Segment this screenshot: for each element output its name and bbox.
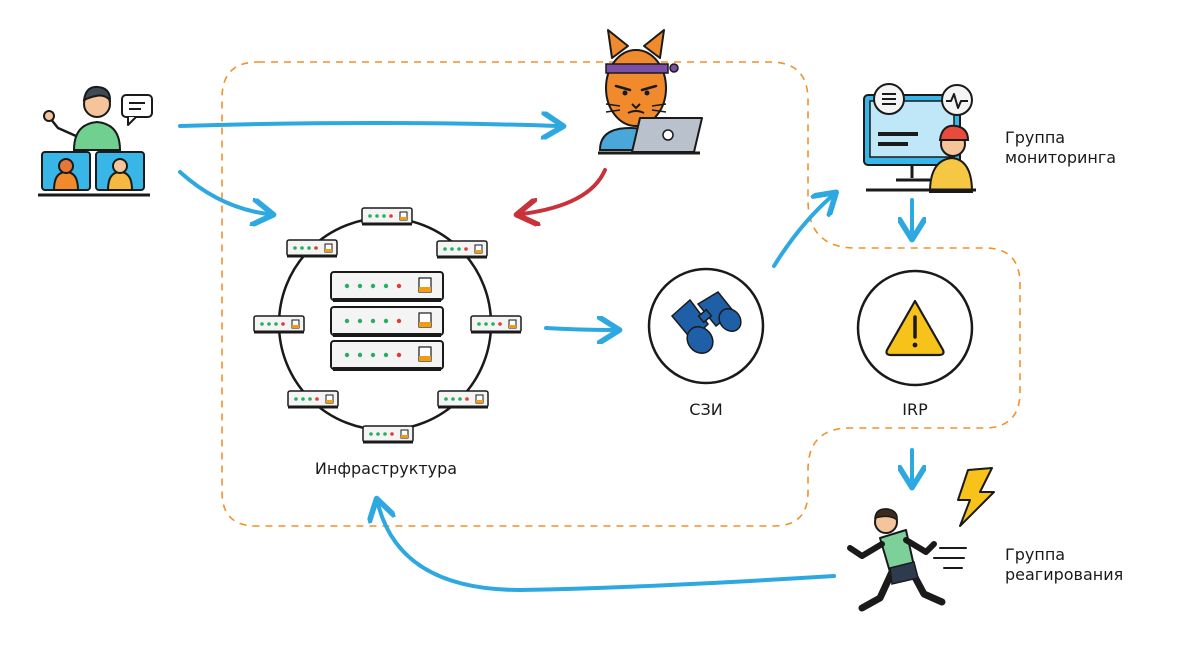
monitoring-label-line2: мониторинга (1005, 148, 1117, 167)
response-label-line1: Группа (1005, 545, 1066, 564)
arrow-attacker-to-infrastructure (522, 168, 607, 214)
irp-label: IRP (902, 400, 928, 419)
response-label-line2: реагирования (1005, 565, 1124, 584)
monitoring-group-label: Группа мониторинга (1005, 128, 1116, 168)
arrow-szi-to-monitoring (772, 196, 832, 268)
monitoring-operator-icon (863, 83, 976, 193)
server-icon (252, 206, 523, 444)
hacker-cat-icon (598, 29, 703, 155)
arrow-users-to-attacker (178, 123, 558, 126)
arrow-users-to-infrastructure (178, 170, 268, 214)
arrow-response-to-infrastructure (378, 504, 836, 593)
presenter-with-audience-icon (38, 85, 153, 197)
binoculars-icon (647, 267, 765, 385)
monitoring-label-line1: Группа (1005, 128, 1066, 147)
infrastructure-label: Инфраструктура (314, 459, 458, 478)
warning-icon (856, 269, 974, 387)
szi-label: СЗИ (689, 400, 723, 419)
running-person-lightning-icon (847, 467, 995, 612)
arrow-infrastructure-to-szi (544, 328, 614, 330)
response-group-label: Группа реагирования (1005, 545, 1123, 585)
